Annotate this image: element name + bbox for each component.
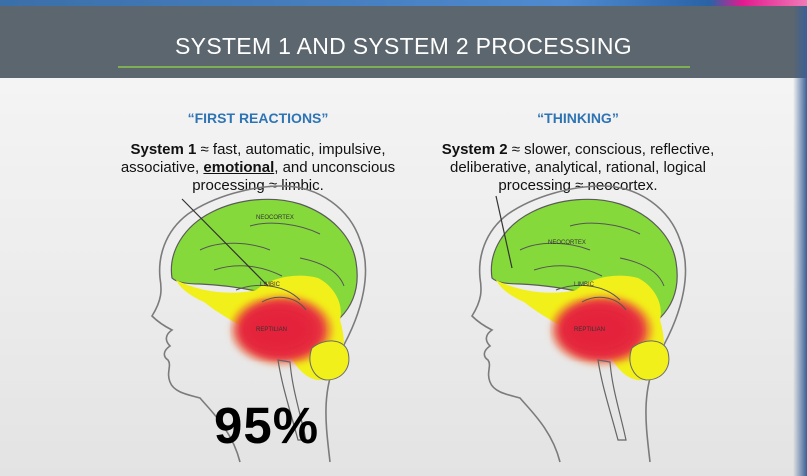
system1-line3: processing ≈ limbic. [192,177,324,194]
right-cerebellum [629,340,670,381]
left-reptilian-label: REPTILIAN [256,327,287,333]
system1-line2: associative, emotional, and unconscious [100,159,416,177]
emotional-emphasis: emotional [203,159,275,176]
right-pointer-line [495,195,513,269]
title-underline [118,66,690,68]
left-head-figure: NEOCORTEX LIMBIC REPTILIAN [150,185,367,463]
system1-line1: System 1 ≈ fast, automatic, impulsive, [100,141,416,159]
right-edge-bar [793,6,807,476]
system1-description: System 1 ≈ fast, automatic, impulsive, a… [100,141,416,195]
system2-line3: processing ≈ neocortex. [498,177,658,194]
system2-line1: System 2 ≈ slower, conscious, reflective… [420,141,736,159]
system2-description: System 2 ≈ slower, conscious, reflective… [420,141,736,195]
right-head-outline [470,185,687,463]
system1-line2-pre: associative, [120,159,204,176]
left-neocortex-label: NEOCORTEX [256,215,294,221]
left-pointer-line [181,198,269,287]
right-brain-folds [519,222,665,311]
left-brain-folds [199,222,345,311]
right-brain-stem [597,359,627,441]
right-head-figure: NEOCORTEX LIMBIC REPTILIAN [470,185,687,463]
thinking-heading: “THINKING” [537,110,619,126]
left-limbic-label: LIMBIC [260,282,281,288]
system1-label: System 1 [130,141,197,158]
left-reptilian-core [238,304,318,356]
right-neocortex-label: NEOCORTEX [548,240,586,246]
slide-header: SYSTEM 1 AND SYSTEM 2 PROCESSING [0,6,807,78]
system2-label: System 2 [441,141,508,158]
left-brain-stem [277,359,307,441]
system2-line2: deliberative, analytical, rational, logi… [450,159,706,176]
right-limbic-label: LIMBIC [574,282,595,288]
right-reptilian-core [558,304,638,356]
top-accent-strip [0,0,807,6]
right-reptilian-label: REPTILIAN [574,327,605,333]
slide-title: SYSTEM 1 AND SYSTEM 2 PROCESSING [175,33,632,59]
first-reactions-heading: “FIRST REACTIONS” [187,110,329,126]
left-cerebellum [309,340,350,381]
percent-95-label: 95% [214,397,320,454]
left-head-outline [150,185,367,463]
system1-line2-post: , and unconscious [274,159,396,176]
system1-line1-rest: ≈ fast, automatic, impulsive, [196,141,386,158]
system2-line1-rest: ≈ slower, conscious, reflective, [507,141,715,158]
